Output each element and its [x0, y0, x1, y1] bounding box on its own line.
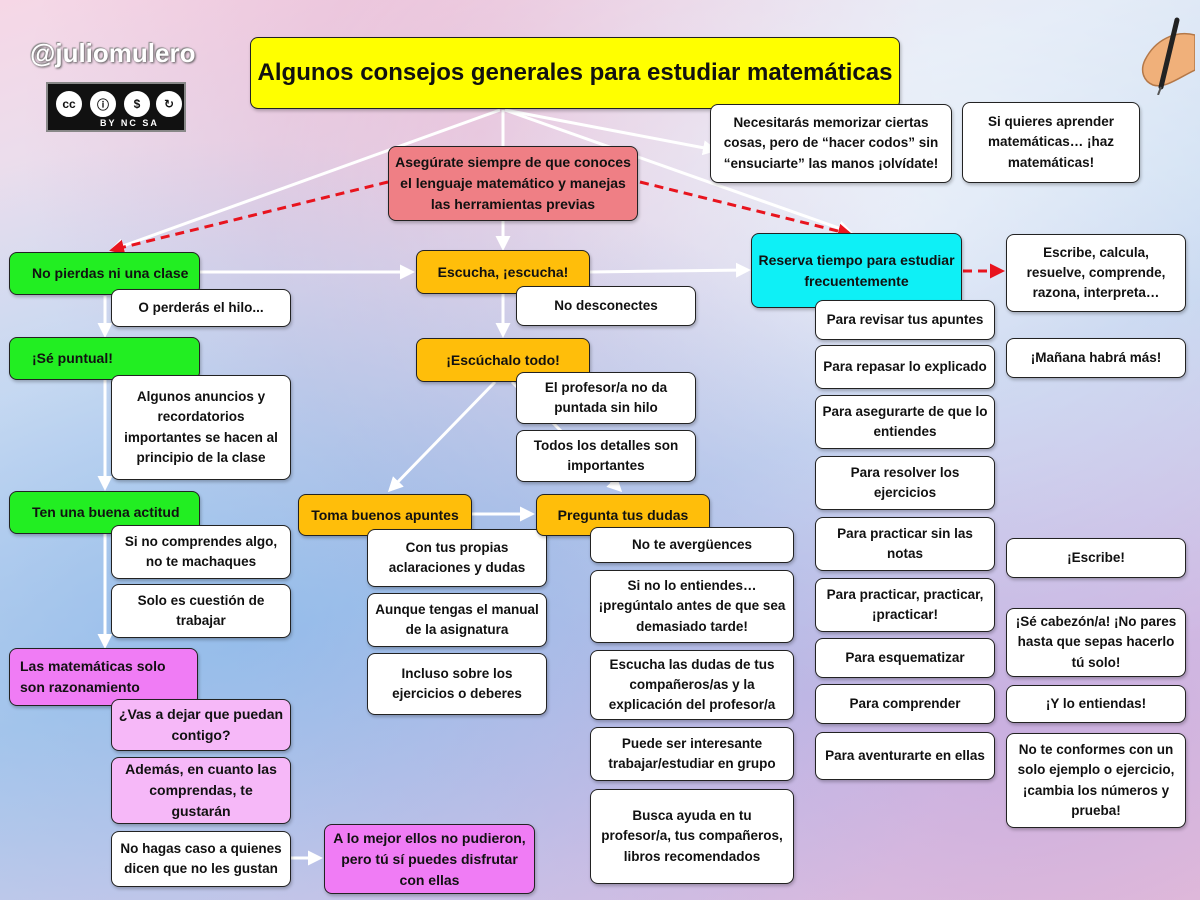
link-todo-apuntes — [387, 380, 497, 493]
node-cabezon: ¡Sé cabezón/a! ¡No pares hasta que sepas… — [1006, 608, 1186, 677]
license-label: BY NC SA — [100, 118, 159, 128]
node-no-hagas-caso: No hagas caso a quienes dicen que no les… — [111, 831, 291, 887]
link-escucha-reserva — [589, 262, 751, 278]
writing-hand-icon — [1141, 17, 1195, 95]
dashed-center-clase — [109, 180, 389, 255]
node-no-averguences: No te avergüences — [590, 527, 794, 563]
node-cuestion-trabajar: Solo es cuestión de trabajar — [111, 584, 291, 638]
sa-icon: ↻ — [154, 89, 184, 119]
node-puntada-hilo: El profesor/a no da puntada sin hilo — [516, 372, 696, 424]
node-repasar: Para repasar lo explicado — [815, 345, 995, 389]
node-demasiado-tarde: Si no lo entiendes… ¡pregúntalo antes de… — [590, 570, 794, 643]
node-memorizar: Necesitarás memorizar ciertas cosas, per… — [710, 104, 952, 183]
node-esquematizar: Para esquematizar — [815, 638, 995, 678]
node-gustaran: Además, en cuanto las comprendas, te gus… — [111, 757, 291, 824]
node-detalles: Todos los detalles son importantes — [516, 430, 696, 482]
node-manual: Aunque tengas el manual de la asignatura — [367, 593, 547, 647]
node-practicar: Para practicar, practicar, ¡practicar! — [815, 578, 995, 632]
node-aventurarte: Para aventurarte en ellas — [815, 732, 995, 780]
node-resolver-ejercicios: Para resolver los ejercicios — [815, 456, 995, 510]
author-handle[interactable]: @juliomulero — [30, 38, 196, 68]
node-se-puntual: ¡Sé puntual! — [9, 337, 200, 380]
node-razonamiento: Las matemáticas solo son razonamiento — [9, 648, 198, 706]
node-anuncios: Algunos anuncios y recordatorios importa… — [111, 375, 291, 480]
node-escucha: Escucha, ¡escucha! — [416, 250, 590, 294]
node-haz-matematicas: Si quieres aprender matemáticas… ¡haz ma… — [962, 102, 1140, 183]
node-no-machaques: Si no comprendes algo, no te machaques — [111, 525, 291, 579]
node-puedan-contigo: ¿Vas a dejar que puedan contigo? — [111, 699, 291, 751]
link-title-reserva — [504, 108, 853, 236]
link-title-memorize — [504, 108, 718, 156]
node-grupo: Puede ser interesante trabajar/estudiar … — [590, 727, 794, 781]
node-no-te-conformes: No te conformes con un solo ejemplo o ej… — [1006, 733, 1186, 828]
node-escribe: ¡Escribe! — [1006, 538, 1186, 578]
node-no-desconectes: No desconectes — [516, 286, 696, 326]
node-comprender: Para comprender — [815, 684, 995, 724]
node-manana: ¡Mañana habrá más! — [1006, 338, 1186, 378]
node-sin-notas: Para practicar sin las notas — [815, 517, 995, 571]
node-center-lenguaje: Asegúrate siempre de que conoces el leng… — [388, 146, 638, 221]
node-propias-aclaraciones: Con tus propias aclaraciones y dudas — [367, 529, 547, 587]
dashed-center-reserva — [639, 180, 853, 239]
node-lo-entiendas: ¡Y lo entiendas! — [1006, 685, 1186, 723]
node-escribe-calcula: Escribe, calcula, resuelve, comprende, r… — [1006, 234, 1186, 312]
node-no-pierdas-clase: No pierdas ni una clase — [9, 252, 200, 295]
node-reserva-tiempo: Reserva tiempo para estudiar frecuenteme… — [751, 233, 962, 308]
node-disfrutar: A lo mejor ellos no pudieron, pero tú sí… — [324, 824, 535, 894]
main-title: Algunos consejos generales para estudiar… — [250, 37, 900, 109]
node-perderas-hilo: O perderás el hilo... — [111, 289, 291, 327]
nc-icon: $ — [122, 89, 152, 119]
node-dudas-companeros: Escucha las dudas de tus compañeros/as y… — [590, 650, 794, 720]
link-title-clase — [109, 108, 501, 253]
license-badge[interactable]: cc ⓘ $ ↻ BY NC SA — [46, 82, 186, 132]
cc-icon: cc — [54, 89, 84, 119]
node-revisar-apuntes: Para revisar tus apuntes — [815, 300, 995, 340]
by-icon: ⓘ — [88, 89, 118, 119]
node-ejercicios-deberes: Incluso sobre los ejercicios o deberes — [367, 653, 547, 715]
node-asegurarte: Para asegurarte de que lo entiendes — [815, 395, 995, 449]
node-busca-ayuda: Busca ayuda en tu profesor/a, tus compañ… — [590, 789, 794, 884]
